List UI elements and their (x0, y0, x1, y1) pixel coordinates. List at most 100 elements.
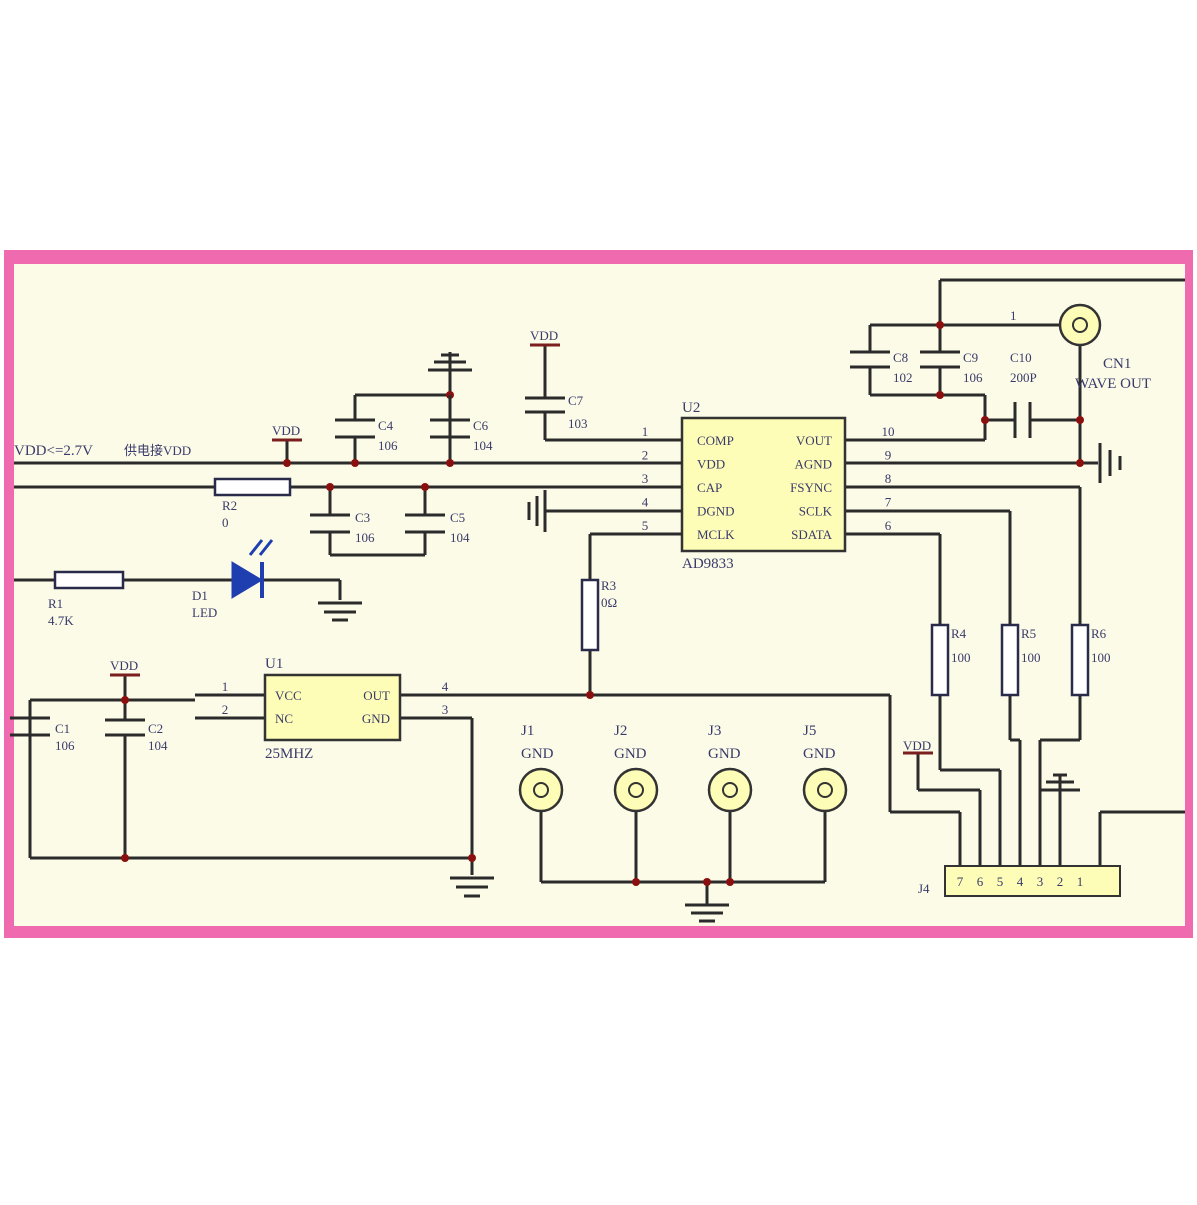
r6-ref: R6 (1091, 626, 1107, 641)
u1-pin-1-name: VCC (275, 688, 302, 703)
u2-ref: U2 (682, 400, 700, 416)
u1-ref: U1 (265, 656, 283, 672)
r4-ref: R4 (951, 626, 967, 641)
r5-body (1000, 623, 1020, 697)
u1-pin-4-number: 4 (442, 679, 449, 694)
j3-label: GND (708, 746, 741, 762)
c2-value: 104 (148, 738, 168, 753)
r6-body (1070, 623, 1090, 697)
cn1-label: WAVE OUT (1075, 376, 1151, 392)
u2-pin-10-number: 10 (882, 424, 895, 439)
supply-note: VDD<=2.7V (14, 443, 93, 459)
j4-ref: J4 (918, 881, 930, 896)
d1-value: LED (192, 605, 217, 620)
wires (14, 278, 1185, 905)
u2-pin-9-number: 9 (885, 448, 892, 463)
r4-body (930, 623, 950, 697)
j2-label: GND (614, 746, 647, 762)
vdd-label-j4: VDD (903, 738, 931, 753)
j4-pin-3-label: 3 (1037, 874, 1044, 889)
u1-body (263, 673, 402, 742)
u2-pin-2-name: VDD (697, 457, 725, 472)
u2-pin-6-number: 6 (885, 518, 892, 533)
u1-pin-1-number: 1 (222, 679, 229, 694)
u2-pin-5-name: MCLK (697, 527, 735, 542)
c1-ref: C1 (55, 721, 70, 736)
vdd-markers (110, 343, 933, 755)
j4-pin-4-label: 4 (1017, 874, 1024, 889)
u2-body (680, 416, 847, 553)
u2-pin-6-name: SDATA (791, 527, 832, 542)
r2-value: 0 (222, 515, 229, 530)
vdd-label-c7: VDD (530, 328, 558, 343)
c3-ref: C3 (355, 510, 370, 525)
u2-pin-3-number: 3 (642, 471, 649, 486)
r5-ref: R5 (1021, 626, 1036, 641)
j5-ref: J5 (803, 723, 816, 739)
labels: VDD<=2.7V 供电接VDD VDD VDD VDD VDD U2 AD98… (14, 308, 1151, 896)
led-symbol (231, 539, 274, 599)
r6-value: 100 (1091, 650, 1111, 665)
u2-part: AD9833 (682, 556, 734, 572)
j4-pin-7-label: 7 (957, 874, 964, 889)
d1-ref: D1 (192, 588, 208, 603)
r3-body (580, 578, 600, 652)
u2-pin-7-number: 7 (885, 495, 892, 510)
u1-pin-3-name: GND (362, 711, 390, 726)
u2-pin-8-name: FSYNC (790, 480, 832, 495)
u1-pin-2-name: NC (275, 711, 293, 726)
u2-pin-4-number: 4 (642, 495, 649, 510)
c1-value: 106 (55, 738, 75, 753)
u2-pin-1-number: 1 (642, 424, 649, 439)
u1-part: 25MHZ (265, 746, 313, 762)
u2-pin-7-name: SCLK (799, 504, 833, 519)
j4-header-body (944, 865, 1121, 897)
j4-pin-1-label: 1 (1077, 874, 1084, 889)
c4-value: 106 (378, 438, 398, 453)
c5-ref: C5 (450, 510, 465, 525)
r2-body (213, 477, 292, 497)
u1-pin-3-number: 3 (442, 702, 449, 717)
u2-pin-10-name: VOUT (796, 433, 832, 448)
j1-label: GND (521, 746, 554, 762)
cn1-ref: CN1 (1103, 356, 1131, 372)
j4-pin-2-label: 2 (1057, 874, 1064, 889)
c10-ref: C10 (1010, 350, 1032, 365)
u2-pin-3-name: CAP (697, 480, 722, 495)
j1-ref: J1 (521, 723, 534, 739)
r3-ref: R3 (601, 578, 616, 593)
c3-value: 106 (355, 530, 375, 545)
u2-pin-stubs (645, 438, 682, 536)
u1-pin-2-number: 2 (222, 702, 229, 717)
u1-pin-4-name: OUT (363, 688, 390, 703)
cn1-pin: 1 (1010, 308, 1017, 323)
r3-value: 0Ω (601, 595, 617, 610)
c4-ref: C4 (378, 418, 394, 433)
vdd-label-u1: VDD (110, 658, 138, 673)
ground-symbols (318, 352, 1122, 923)
c9-value: 106 (963, 370, 983, 385)
j4-pin-6-label: 6 (977, 874, 984, 889)
u2-pin-8-number: 8 (885, 471, 892, 486)
capacitor-symbols (10, 350, 1032, 737)
c9-ref: C9 (963, 350, 978, 365)
c10-value: 200P (1010, 370, 1037, 385)
test-point-symbols (518, 767, 848, 813)
u2-pin-9-name: AGND (794, 457, 832, 472)
j3-ref: J3 (708, 723, 721, 739)
c5-value: 104 (450, 530, 470, 545)
u2-pin-4-name: DGND (697, 504, 735, 519)
r1-body (53, 570, 125, 590)
c6-value: 104 (473, 438, 493, 453)
r2-ref: R2 (222, 498, 237, 513)
c7-ref: C7 (568, 393, 584, 408)
schematic-panel (14, 264, 1185, 926)
cn1-connector (1058, 303, 1102, 347)
